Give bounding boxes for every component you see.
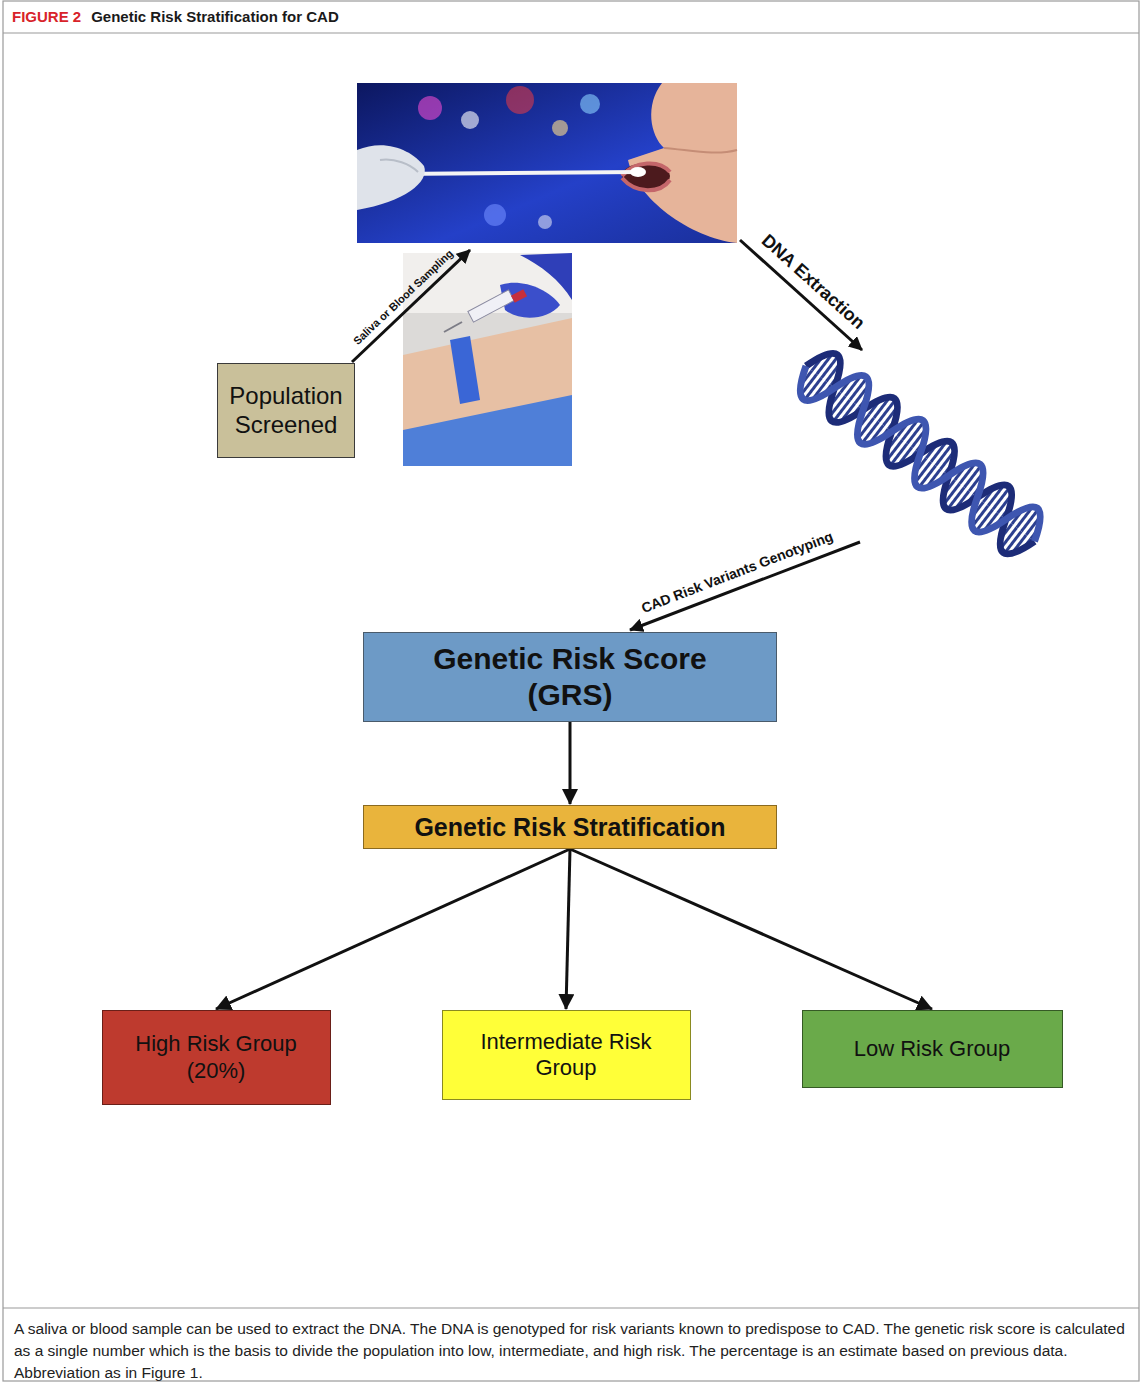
stratification-box: Genetic Risk Stratification xyxy=(363,805,777,849)
swab-photo xyxy=(357,83,737,243)
risk-group-box: Intermediate Risk Group xyxy=(442,1010,691,1100)
flow-connector xyxy=(216,849,570,1009)
flow-connector xyxy=(569,722,572,804)
arrow-label: DNA Extraction xyxy=(757,230,869,334)
genotyping-arrow xyxy=(630,542,860,630)
risk-group-box: High Risk Group (20%) xyxy=(102,1010,331,1105)
caption-rule xyxy=(3,1307,1139,1308)
box-text: Population Screened xyxy=(228,382,344,440)
population-box: Population Screened xyxy=(217,363,355,458)
header-rule xyxy=(3,32,1139,33)
figure-number: FIGURE 2 xyxy=(12,8,81,25)
risk-group-box: Low Risk Group xyxy=(802,1010,1063,1088)
arrow-label: CAD Risk Variants Genotyping xyxy=(639,528,835,616)
figure-frame xyxy=(3,1,1139,1381)
box-text: High Risk Group (20%) xyxy=(113,1031,320,1084)
box-text: Intermediate Risk Group xyxy=(453,1029,680,1082)
flow-connector xyxy=(566,849,570,1009)
caption-area: A saliva or blood sample can be used to … xyxy=(14,1318,1126,1383)
figure-title: Genetic Risk Stratification for CAD xyxy=(91,8,339,25)
caption-text: A saliva or blood sample can be used to … xyxy=(14,1320,1125,1381)
blood-draw-photo xyxy=(403,253,572,466)
sampling-arrow xyxy=(352,250,470,362)
box-text: Genetic Risk Stratification xyxy=(414,812,725,842)
box-text: Low Risk Group xyxy=(854,1036,1011,1062)
flow-connector xyxy=(570,849,932,1009)
score-box: Genetic Risk Score (GRS) xyxy=(363,632,777,722)
box-text: Genetic Risk Score (GRS) xyxy=(420,641,720,713)
figure-header: FIGURE 2 Genetic Risk Stratification for … xyxy=(12,8,339,25)
